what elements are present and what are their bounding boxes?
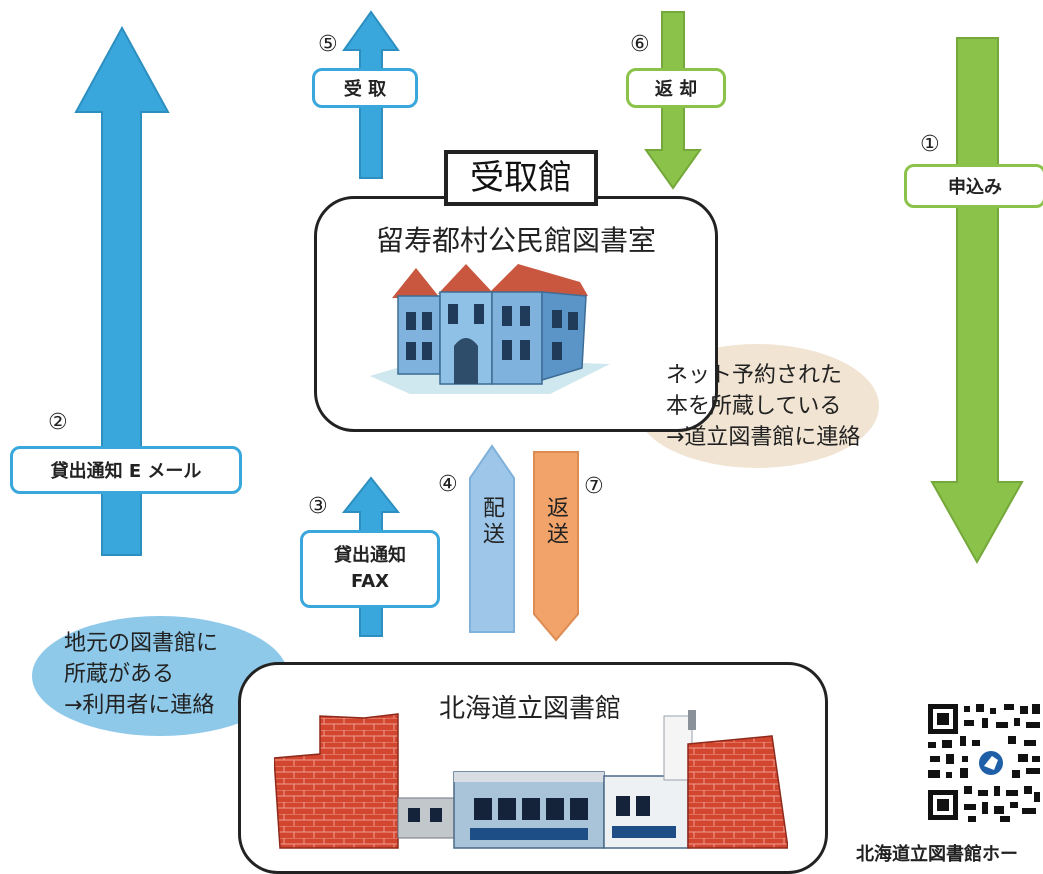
step-1-label: 申込み <box>904 164 1043 208</box>
arrow-down-application <box>930 37 1024 565</box>
step-4-label: 配送 <box>479 496 504 548</box>
step-1-number: ① <box>920 132 940 157</box>
receiving-bubble-text: ネット予約された 本を所蔵している →道立図書館に連絡 <box>666 363 861 450</box>
step-5-number: ⑤ <box>318 32 338 57</box>
arrow-up-delivery <box>469 444 515 633</box>
qr-code[interactable] <box>924 700 1043 824</box>
qr-caption: 北海道立図書館ホー <box>856 844 1018 865</box>
main-library-name: 北海道立図書館 <box>438 694 621 724</box>
arrow-down-send-back <box>533 451 579 642</box>
main-library-bubble-text: 地元の図書館に 所蔵がある →利用者に連絡 <box>64 631 219 718</box>
step-3-label: 貸出通知 FAX <box>300 530 440 608</box>
step-2-label: 貸出通知 E メール <box>10 446 242 494</box>
step-5-label: 受 取 <box>312 68 418 108</box>
step-3-label-line2: FAX <box>350 571 390 592</box>
step-7-label: 返送 <box>543 496 568 548</box>
step-2-number: ② <box>48 410 68 435</box>
step-7-number: ⑦ <box>584 474 604 499</box>
step-3-number: ③ <box>308 494 328 519</box>
house-illustration <box>370 264 610 394</box>
receiving-library-name: 留寿都村公民館図書室 <box>375 224 656 257</box>
step-3-label-line1: 貸出通知 <box>334 545 406 566</box>
step-6-label: 返 却 <box>626 68 726 108</box>
step-6-number: ⑥ <box>630 32 650 57</box>
step-4-number: ④ <box>438 472 458 497</box>
receiving-library-tag-text: 受取館 <box>470 158 572 198</box>
library-building-illustration <box>274 710 788 849</box>
receiving-library-tag: 受取館 <box>444 150 598 206</box>
